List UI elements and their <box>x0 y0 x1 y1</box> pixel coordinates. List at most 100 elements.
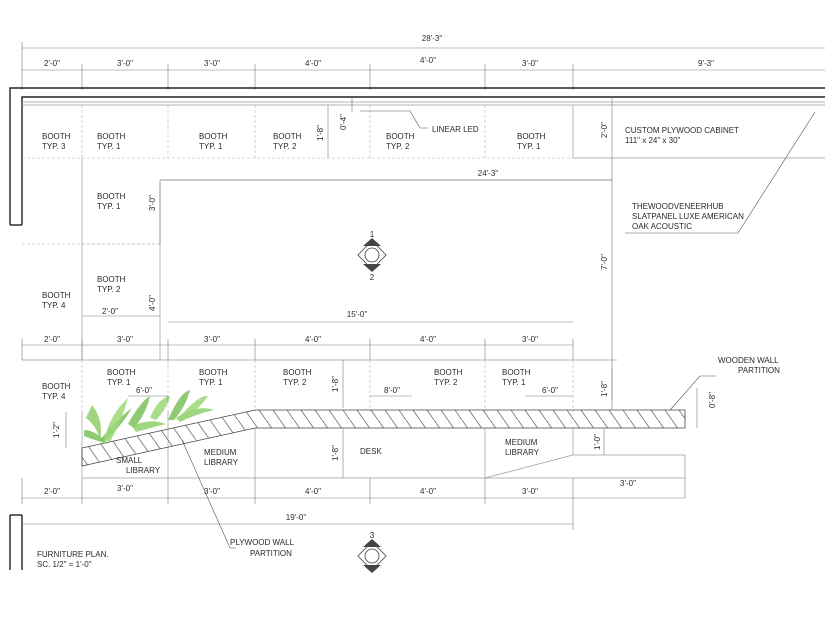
top-dimension-lines <box>21 42 825 90</box>
section-marker-lower <box>357 539 387 573</box>
medium-library-left-l1: MEDIUM <box>204 448 237 457</box>
booth-b2-l1: BOOTH <box>97 132 126 141</box>
section-marker-upper <box>357 238 387 272</box>
dim-mid-4: 4'-0" <box>305 335 321 344</box>
left-library-depth-dim: 1'-2" <box>52 422 61 438</box>
dim-mid-6: 3'-0" <box>522 335 538 344</box>
booth-b13-l2: TYP. 2 <box>283 378 307 387</box>
booth-b8-l1: BOOTH <box>97 275 126 284</box>
side-booth-depth-dim: 3'-0" <box>148 195 157 211</box>
booth-b11-l2: TYP. 1 <box>107 378 131 387</box>
dim-mid-2: 3'-0" <box>117 335 133 344</box>
dim-top-6: 3'-0" <box>522 59 538 68</box>
section-mark-2: 2 <box>370 273 375 282</box>
booth-b3-l1: BOOTH <box>199 132 228 141</box>
mid-dimension-lines <box>21 339 617 361</box>
dim-bottom-1: 2'-0" <box>44 487 60 496</box>
booth-b12-l1: BOOTH <box>199 368 228 377</box>
typ2-depth-dim: 4'-0" <box>148 295 157 311</box>
booth-b15-l2: TYP. 1 <box>502 378 526 387</box>
lower-vertical-dims <box>65 360 698 498</box>
dim-top-5: 4'-0" <box>420 56 436 65</box>
desk-depth-dim: 1'-8" <box>331 445 340 461</box>
acoustic-label-l2: SLATPANEL LUXE AMERICAN <box>632 212 744 221</box>
lower-right-booth-depth-dim: 1'-8" <box>600 381 609 397</box>
dim-top-2: 3'-0" <box>117 59 133 68</box>
linear-led-label: LINEAR LED <box>432 125 479 134</box>
booth-b9-l1: BOOTH <box>42 291 71 300</box>
booth-b4-l1: BOOTH <box>273 132 302 141</box>
small-library-label-l1: SMALL <box>116 456 143 465</box>
bottom-dimension-lines <box>21 478 685 530</box>
dim-bottom-2: 3'-0" <box>117 484 133 493</box>
mid-span-dim: 15'-0" <box>347 310 368 319</box>
library-right-span-dim: 6'-0" <box>542 386 558 395</box>
acoustic-label-l1: THEWOODVENEERHUB <box>632 202 724 211</box>
right-library-depth-dim: 1'-0" <box>593 434 602 450</box>
outer-walls <box>9 87 825 570</box>
booth-b3-l2: TYP. 1 <box>199 142 223 151</box>
lower-left-booth-depth-dim: 1'-8" <box>331 376 340 392</box>
desk-span-dim: 8'-0" <box>384 386 400 395</box>
wooden-partition-l1: WOODEN WALL <box>718 356 779 365</box>
dim-bottom-4: 4'-0" <box>305 487 321 496</box>
booth-b1-l2: TYP. 3 <box>42 142 66 151</box>
section-mark-1: 1 <box>370 230 375 239</box>
cabinet-depth-dim: 2'-0" <box>600 122 609 138</box>
led-offset-dim: 0'-4" <box>339 114 348 130</box>
plant-icon <box>84 390 214 444</box>
lower-booth-grid <box>81 360 685 479</box>
medium-library-right-l1: MEDIUM <box>505 438 538 447</box>
dim-bottom-3: 3'-0" <box>204 487 220 496</box>
booth-b7-l2: TYP. 1 <box>97 202 121 211</box>
dim-top-1: 2'-0" <box>44 59 60 68</box>
booth-depth-dim: 1'-8" <box>316 125 325 141</box>
booth-b14-l2: TYP. 2 <box>434 378 458 387</box>
medium-library-left-l2: LIBRARY <box>204 458 239 467</box>
booth-b9-l2: TYP. 4 <box>42 301 66 310</box>
dim-bottom-5: 4'-0" <box>420 487 436 496</box>
booth-b6-l1: BOOTH <box>517 132 546 141</box>
booth-b1-l1: BOOTH <box>42 132 71 141</box>
booth-b8-l2: TYP. 2 <box>97 285 121 294</box>
dim-bottom-6: 3'-0" <box>522 487 538 496</box>
booth-b4-l2: TYP. 2 <box>273 142 297 151</box>
bottom-span-dim: 19'-0" <box>286 513 307 522</box>
booth-b13-l1: BOOTH <box>283 368 312 377</box>
desk-label: DESK <box>360 447 382 456</box>
acoustic-label-l3: OAK ACOUSTIC <box>632 222 692 231</box>
booth-b11-l1: BOOTH <box>107 368 136 377</box>
plywood-partition-l1: PLYWOOD WALL <box>230 538 295 547</box>
cabinet-label-l2: 111" x 24" x 30" <box>625 136 681 145</box>
right-height-dim: 7'-0" <box>600 254 609 270</box>
booth-b15-l1: BOOTH <box>502 368 531 377</box>
small-library-label-l2: LIBRARY <box>126 466 161 475</box>
booth-b12-l2: TYP. 1 <box>199 378 223 387</box>
booth-b10-l1: BOOTH <box>42 382 71 391</box>
dim-mid-5: 4'-0" <box>420 335 436 344</box>
booth-b7-l1: BOOTH <box>97 192 126 201</box>
dim-top-3: 3'-0" <box>204 59 220 68</box>
booth-b5-l2: TYP. 2 <box>386 142 410 151</box>
dim-top-4: 4'-0" <box>305 59 321 68</box>
booth-b2-l2: TYP. 1 <box>97 142 121 151</box>
wooden-partition-thickness-dim: 0'-8" <box>708 392 717 408</box>
dim-top-7: 9'-3" <box>698 59 714 68</box>
drawing-title-l2: SC. 1/2" = 1'-0" <box>37 560 92 569</box>
inner-span-dim: 24'-3" <box>478 169 499 178</box>
